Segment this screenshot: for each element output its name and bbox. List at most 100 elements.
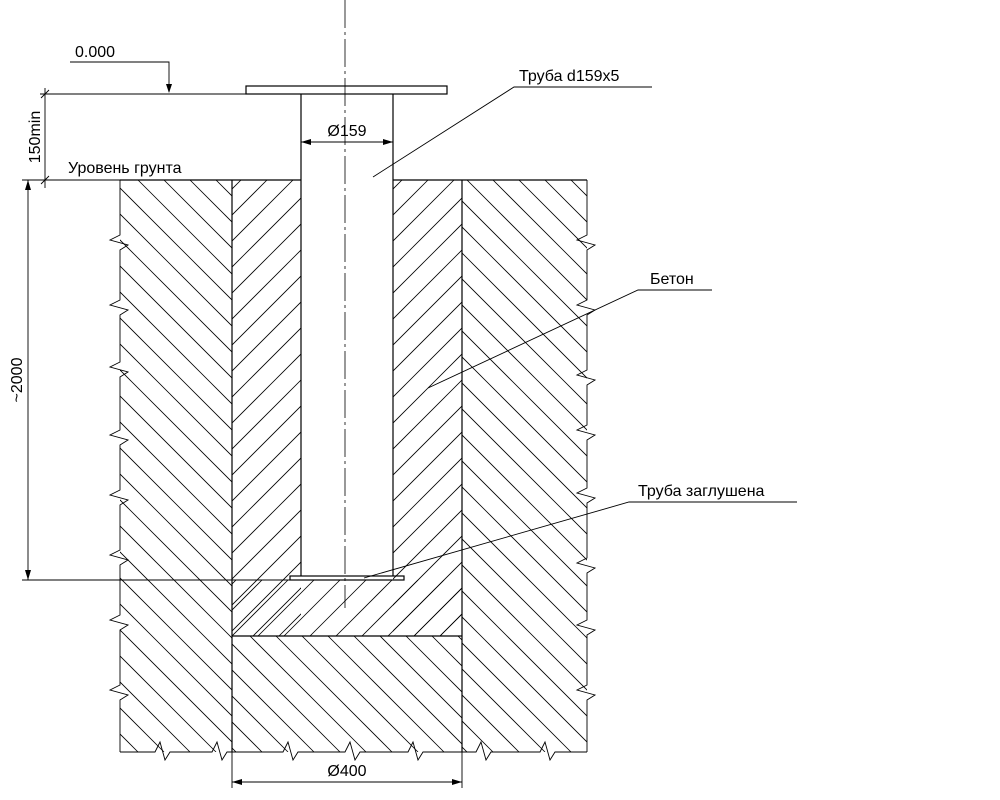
hatch-line — [450, 180, 1000, 752]
hatch-line — [934, 180, 1000, 636]
hatch-line — [120, 707, 165, 752]
hatch-line — [669, 180, 1000, 636]
hatch-line — [0, 180, 60, 752]
hatch-line — [393, 180, 403, 190]
hatch-line — [462, 382, 587, 509]
hatch-line — [120, 265, 232, 379]
hatch-line — [120, 681, 191, 752]
hatch-line — [996, 180, 1000, 752]
hatch-line — [462, 460, 587, 587]
hatch-line — [580, 180, 1000, 752]
hatch-line — [327, 636, 445, 752]
hatch-line — [462, 668, 546, 752]
hatch-line — [232, 275, 301, 346]
hatch-line — [242, 180, 814, 752]
hatch-line — [424, 180, 996, 752]
hatch-line — [466, 180, 922, 636]
hatch-line — [960, 180, 1000, 636]
hatch-line — [393, 431, 462, 502]
hatch-line — [528, 180, 1000, 752]
hatch-line — [570, 580, 626, 636]
hatch-line — [0, 580, 54, 636]
hatch-line — [120, 473, 232, 587]
hatch-line — [822, 636, 938, 752]
pipe — [245, 85, 448, 581]
hatch-line — [674, 580, 730, 636]
leader-plug: Труба заглушена — [363, 483, 797, 579]
hatch-line — [877, 180, 1000, 636]
hatch-line — [461, 180, 917, 636]
hatch-line — [778, 180, 1000, 636]
hatch-line — [361, 580, 419, 636]
hatch-line — [232, 580, 289, 636]
hatch-line — [252, 587, 301, 636]
hatch-line — [695, 180, 1000, 636]
hatch-line — [24, 580, 80, 636]
hatch-line — [413, 587, 462, 636]
concrete-hatch-right — [393, 180, 1000, 636]
hatch-line — [591, 180, 1000, 636]
hatch-line — [462, 278, 587, 405]
hatch-line — [278, 613, 301, 636]
hatch-line — [189, 180, 232, 223]
hatch-line — [387, 580, 445, 636]
hatch-line — [0, 180, 337, 752]
dimension-pipe-diameter: Ø159 — [301, 123, 393, 145]
hatch-line — [435, 180, 891, 636]
hatch-line — [0, 180, 112, 752]
zero-level-mark: 0.000 — [40, 44, 246, 95]
hatch-line — [492, 580, 548, 636]
hatch-line — [405, 636, 462, 693]
hatch-line — [622, 180, 1000, 636]
hatch-line — [232, 483, 301, 554]
hatch-line — [163, 180, 232, 249]
hatch-line — [900, 636, 1000, 752]
hatch-line — [648, 580, 704, 636]
zero-level-label: 0.000 — [75, 44, 115, 61]
hatch-line — [700, 580, 756, 636]
hatch-line — [747, 180, 1000, 636]
hatch-line — [120, 421, 232, 535]
hatch-line — [882, 180, 1000, 636]
hatch-line — [393, 180, 455, 242]
hatch-line — [283, 580, 341, 636]
hatch-line — [335, 580, 393, 636]
hatch-line — [232, 249, 301, 320]
concrete-column — [231, 180, 463, 752]
soil-hatch-right — [0, 180, 1000, 752]
hatch-line — [851, 180, 1000, 636]
hatch-line — [462, 434, 587, 561]
hatch-line — [0, 180, 441, 752]
hatch-line — [804, 580, 860, 636]
hatch-line — [301, 636, 419, 752]
hatch-line — [379, 636, 462, 719]
hatch-line — [393, 327, 462, 398]
hatch-line — [700, 180, 1000, 636]
hatch-line — [588, 636, 704, 752]
hatch-line — [120, 187, 232, 301]
ground-level-mark: Уровень грунта — [22, 160, 182, 181]
hatch-line — [257, 580, 315, 636]
hatch-line — [596, 580, 652, 636]
hatch-line — [961, 180, 1000, 752]
hatch-line — [466, 580, 522, 636]
hatch-line — [726, 180, 1000, 636]
hatch-line — [770, 636, 886, 752]
hatch-line — [721, 180, 1000, 636]
hatch-line — [393, 561, 462, 632]
hatch-line — [539, 180, 995, 636]
hatch-line — [632, 180, 1000, 752]
hatch-line — [736, 180, 1000, 752]
hatch-line — [675, 180, 1000, 752]
hatch-line — [215, 180, 232, 197]
hatch-line — [666, 636, 782, 752]
hatch-line — [393, 275, 462, 346]
hatch-line — [431, 636, 462, 667]
hatch-line — [752, 580, 808, 636]
hatch-line — [42, 636, 158, 752]
hatch-line — [857, 180, 1000, 752]
dimension-pipe-diameter-label: Ø159 — [327, 123, 366, 140]
leader-pipe-label: Труба d159x5 — [519, 68, 620, 85]
hatch-line — [462, 720, 494, 752]
